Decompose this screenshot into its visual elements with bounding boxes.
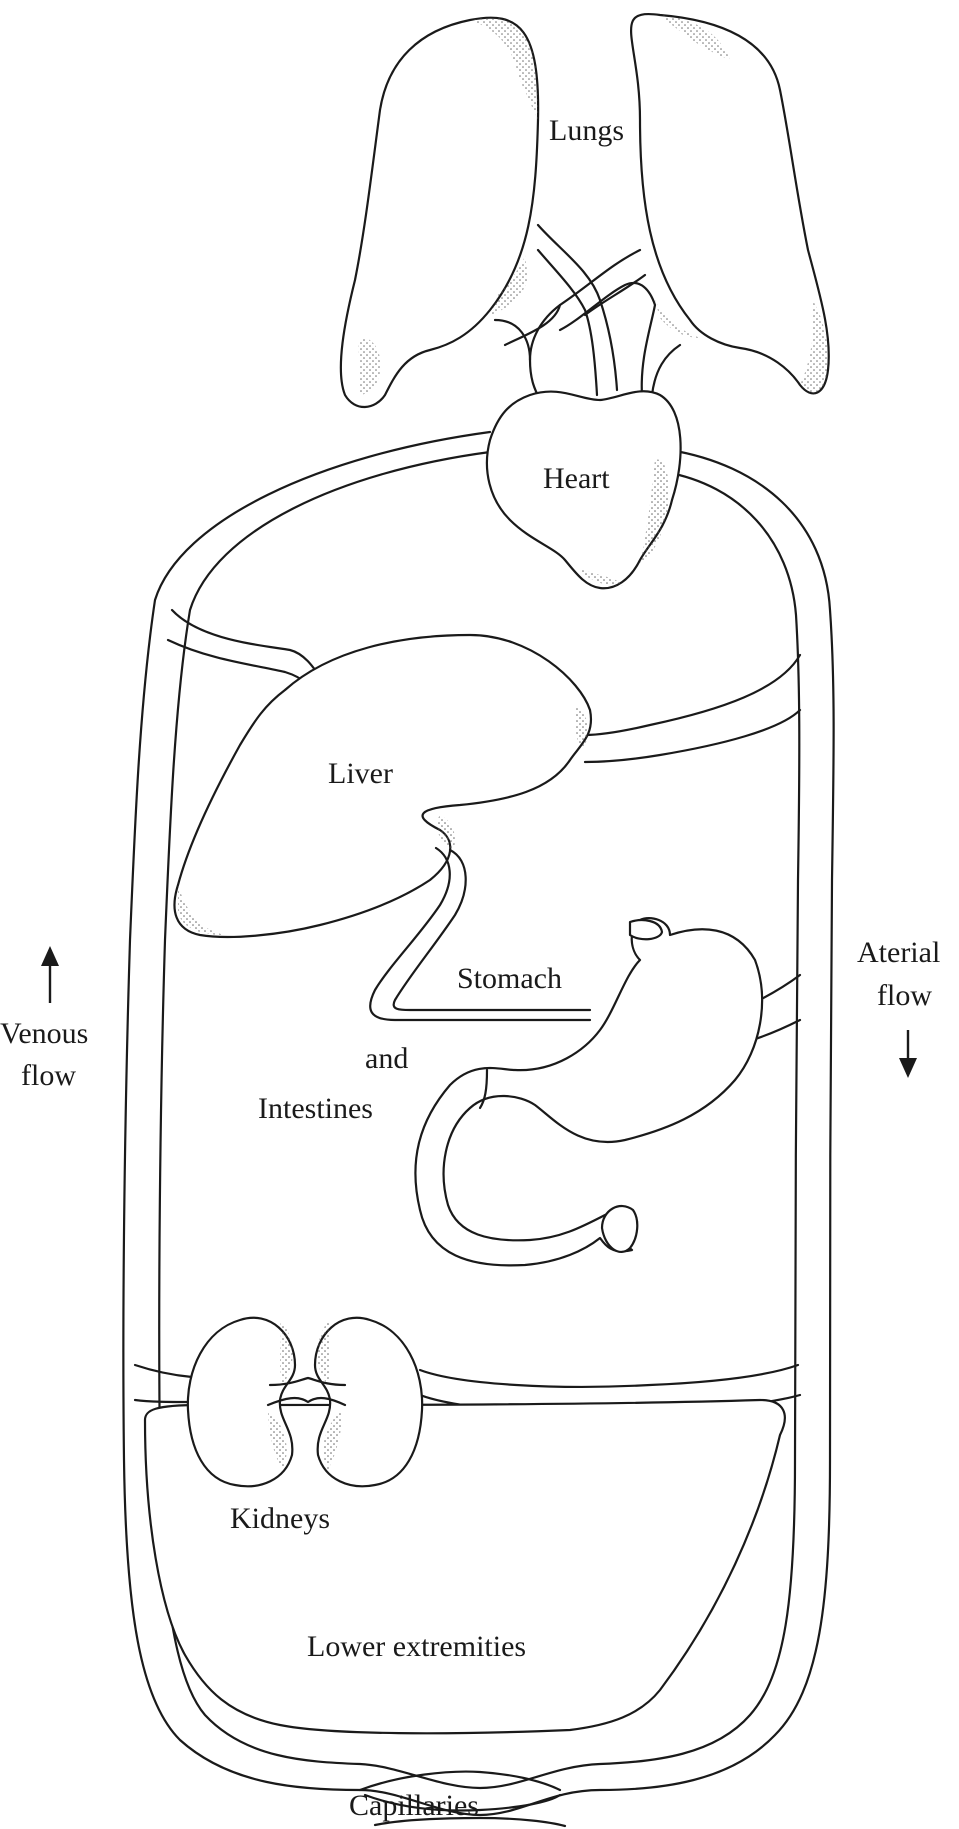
intestines-label: Intestines: [258, 1092, 373, 1125]
arrow-up-icon: [41, 946, 59, 1003]
capillaries-label: Capillaries: [349, 1789, 479, 1822]
lungs-shape: [339, 13, 830, 409]
kidneys-shape: [186, 1316, 424, 1488]
stomach-shape: [414, 917, 764, 1267]
portal-vessel: [369, 846, 592, 1022]
venous-flow-label-line1: Venous: [0, 1017, 88, 1050]
capillaries-shape: [358, 1770, 567, 1828]
lower-extremity-vessel: [143, 1398, 786, 1735]
arterial-flow-label-line1: Aterial: [857, 936, 940, 969]
arterial-flow-label-line2: flow: [877, 979, 932, 1012]
and-label: and: [365, 1042, 408, 1075]
lungs-label: Lungs: [549, 114, 624, 147]
stomach-label: Stomach: [457, 962, 562, 995]
outer-circulation-vessel: [122, 430, 835, 1817]
lower-extremities-label: Lower extremities: [307, 1630, 526, 1663]
venous-flow-label-line2: flow: [21, 1059, 76, 1092]
heart-label: Heart: [543, 462, 610, 495]
heart-shape: [485, 390, 682, 590]
kidneys-label: Kidneys: [230, 1502, 330, 1535]
liver-shape: [173, 633, 593, 939]
liver-label: Liver: [328, 757, 393, 790]
arrow-down-icon: [899, 1030, 917, 1078]
